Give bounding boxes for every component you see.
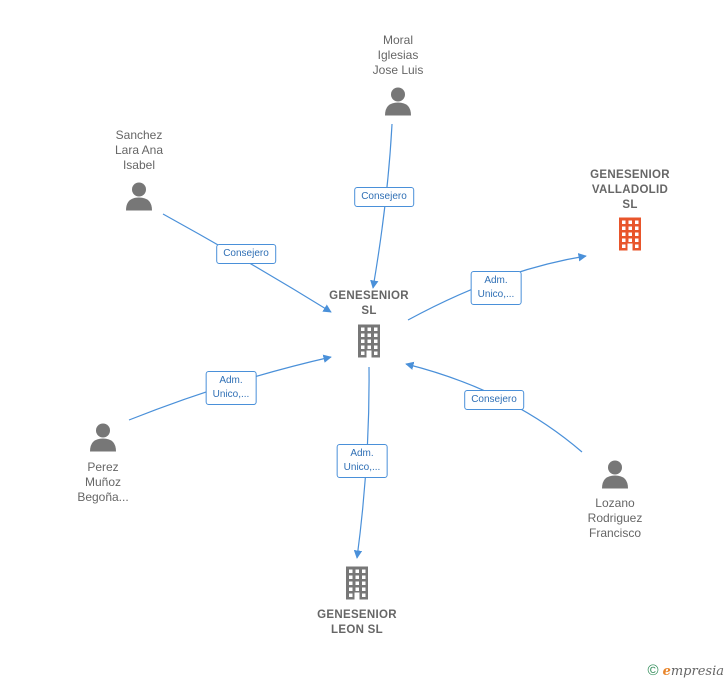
node-label-line: Francisco: [588, 526, 642, 540]
building-icon[interactable]: [343, 566, 371, 605]
edge-label-gsl-gleon[interactable]: Adm. Unico,...: [336, 444, 388, 478]
edge-label-line: Consejero: [471, 394, 517, 405]
edge-label-moral-gsl[interactable]: Consejero: [354, 187, 414, 207]
node-label-line: GENESENIOR: [317, 609, 397, 621]
node-label-line: VALLADOLID: [591, 184, 669, 196]
edge-label-line: Unico,...: [212, 389, 250, 400]
node-label-line: SL: [622, 199, 638, 211]
person-icon[interactable]: [601, 459, 629, 494]
node-label-gsl[interactable]: GENESENIOR SL: [329, 289, 409, 319]
edge-label-line: Adm.: [219, 375, 243, 386]
node-label-line: Isabel: [122, 158, 156, 172]
building-icon[interactable]: [355, 324, 383, 363]
edge-label-line: Consejero: [223, 248, 269, 259]
node-label-line: Lara Ana: [114, 143, 164, 157]
copyright-icon: ©: [647, 662, 659, 679]
edge-label-sanchez-gsl[interactable]: Consejero: [216, 244, 276, 264]
person-icon[interactable]: [89, 422, 117, 457]
footer-brand: ©empresia: [648, 662, 724, 679]
node-label-line: Iglesias: [377, 48, 419, 62]
node-label-line: Lozano: [595, 496, 635, 510]
edge-label-line: Adm.: [350, 448, 374, 459]
node-label-line: SL: [361, 305, 377, 317]
node-label-gleon[interactable]: GENESENIOR LEON SL: [317, 608, 397, 638]
building-icon[interactable]: [616, 217, 644, 256]
edge-label-line: Unico,...: [477, 289, 515, 300]
edge-label-perez-gsl[interactable]: Adm. Unico,...: [205, 371, 257, 405]
edge-label-lozano-gsl[interactable]: Consejero: [464, 390, 524, 410]
node-label-line: Begoña...: [77, 490, 129, 504]
node-label-line: Jose Luis: [372, 63, 424, 77]
person-icon[interactable]: [125, 181, 153, 216]
node-label-line: Rodriguez: [587, 511, 643, 525]
person-icon[interactable]: [384, 86, 412, 121]
brand-logo: empresia: [662, 664, 724, 679]
node-label-line: Perez: [87, 460, 119, 474]
edge-label-line: Adm.: [484, 275, 508, 286]
node-label-line: Moral: [382, 33, 414, 47]
node-label-gvalladolid[interactable]: GENESENIOR VALLADOLID SL: [590, 168, 670, 213]
edge-label-gsl-gvalladolid[interactable]: Adm. Unico,...: [470, 271, 522, 305]
node-label-line: GENESENIOR: [329, 290, 409, 302]
node-label-line: GENESENIOR: [590, 169, 670, 181]
edge-label-line: Consejero: [361, 191, 407, 202]
edge-label-line: Unico,...: [343, 462, 381, 473]
node-label-line: Muñoz: [84, 475, 122, 489]
node-label-line: LEON SL: [331, 624, 383, 636]
node-label-line: Sanchez: [115, 128, 163, 142]
